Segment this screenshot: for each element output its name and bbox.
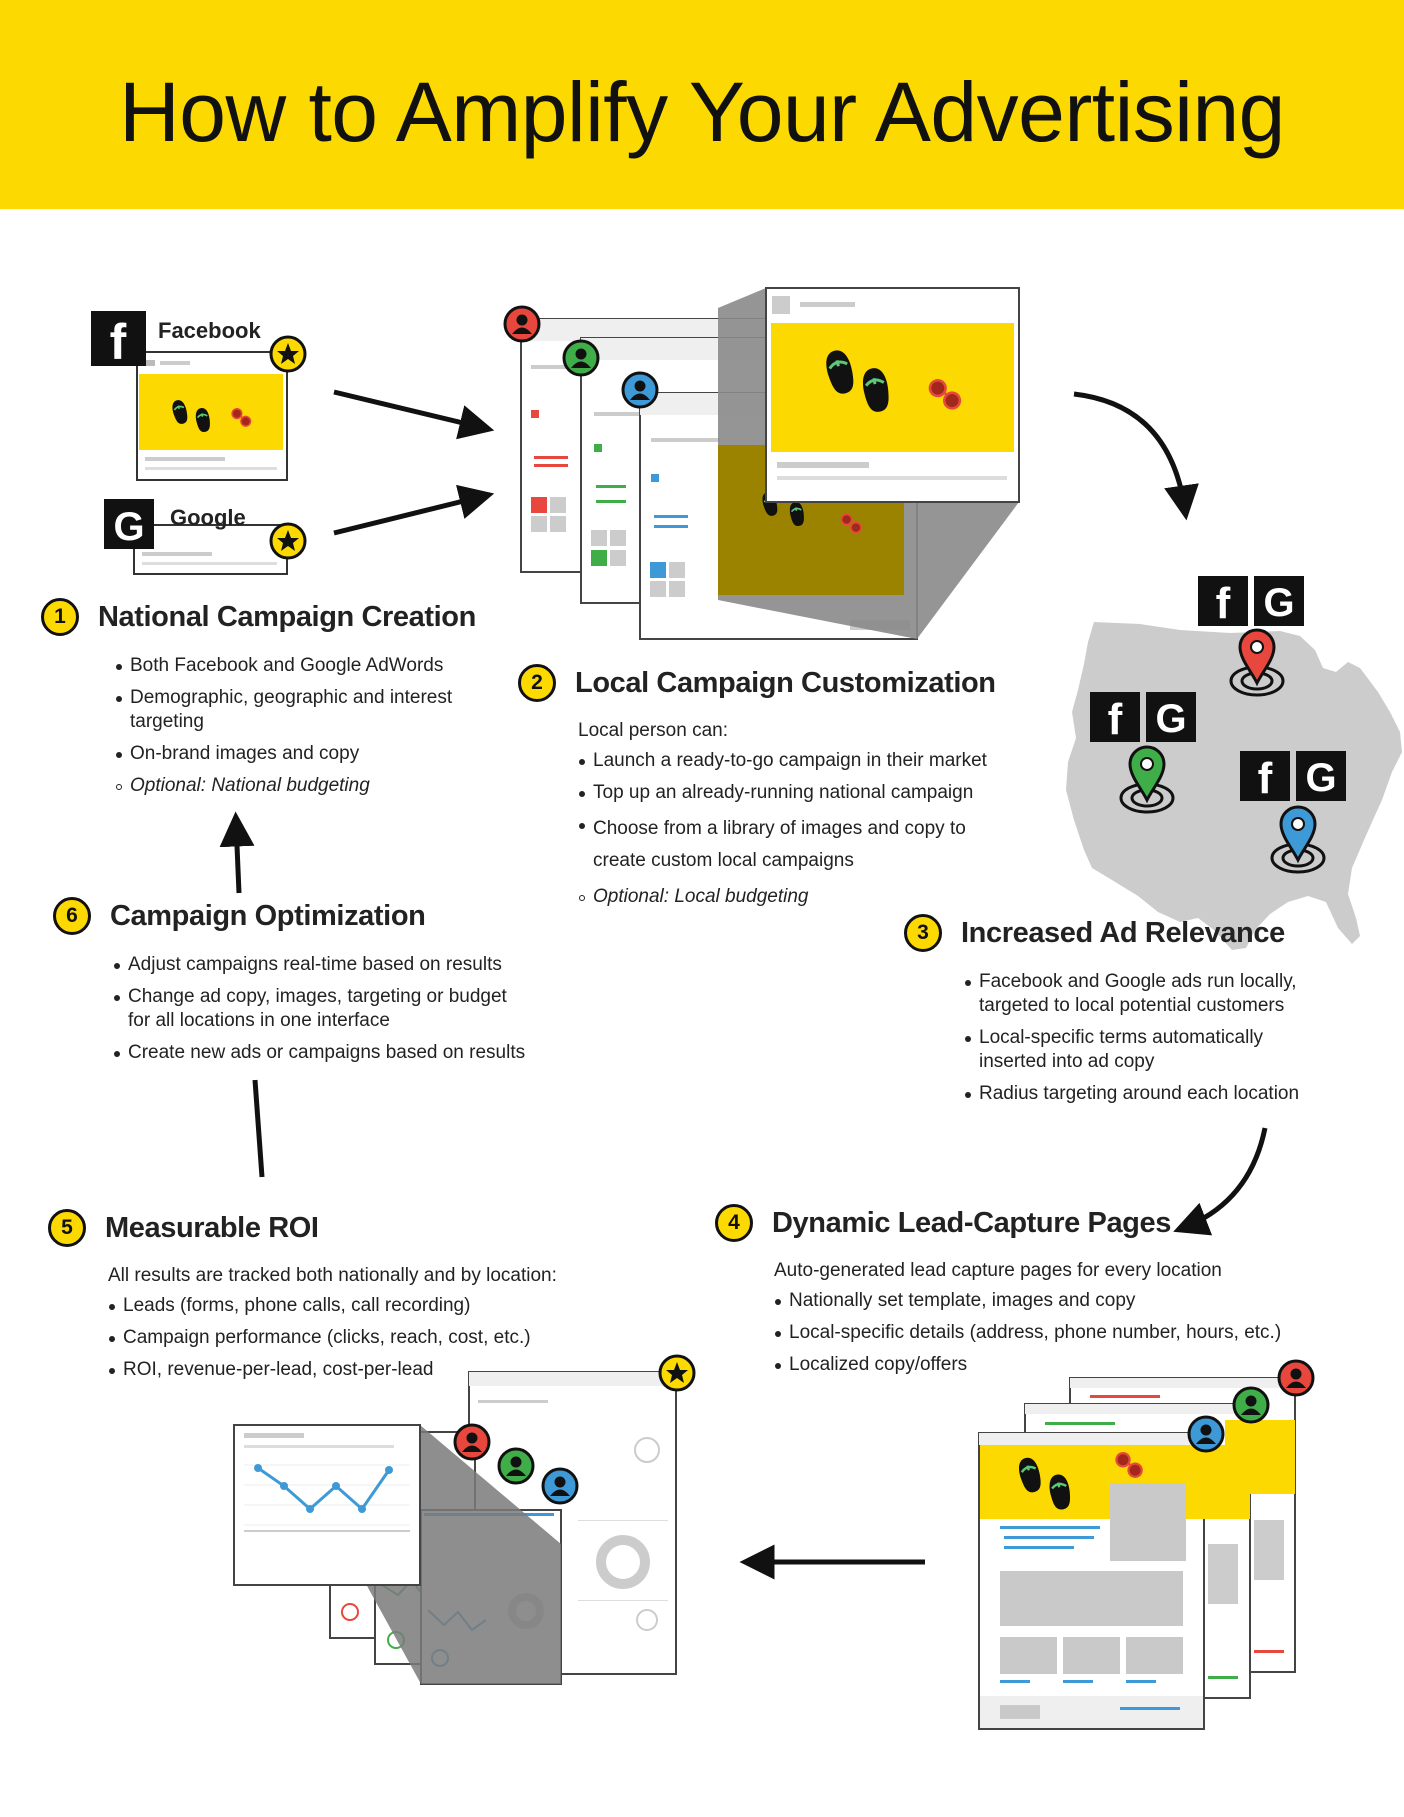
step-number: 3	[904, 914, 942, 952]
facebook-icon: f	[91, 311, 146, 370]
step-number: 4	[715, 1204, 753, 1242]
arrow-icon	[219, 811, 255, 894]
svg-text:f: f	[110, 314, 127, 370]
list-item: Change ad copy, images, targeting or bud…	[113, 985, 533, 1033]
arrow-icon	[333, 389, 495, 440]
user-icon	[562, 339, 600, 377]
list-item: On-brand images and copy	[115, 742, 455, 766]
facebook-ad-card	[136, 351, 288, 481]
star-icon	[658, 1354, 696, 1392]
step-title: National Campaign Creation	[98, 600, 476, 633]
user-icon	[503, 305, 541, 343]
facebook-label: Facebook	[158, 318, 261, 343]
list-item: Facebook and Google ads run locally, tar…	[964, 970, 1324, 1018]
list-item: Leads (forms, phone calls, call recordin…	[108, 1294, 608, 1318]
step-3: 3 Increased Ad Relevance Facebook and Goo…	[904, 914, 1384, 1114]
arrow-icon	[333, 484, 495, 536]
list-item: Choose from a library of images and copy…	[578, 813, 993, 877]
user-icon	[453, 1423, 491, 1461]
step-title: Local Campaign Customization	[575, 666, 996, 699]
list-item: Nationally set template, images and copy	[774, 1289, 1314, 1313]
step-intro: All results are tracked both nationally …	[108, 1265, 557, 1286]
page-title: How to Amplify Your Advertising	[119, 65, 1285, 159]
list-item-optional: Optional: National budgeting	[115, 774, 455, 798]
list-item: Top up an already-running national campa…	[578, 781, 988, 805]
arrow-icon	[252, 1079, 265, 1178]
lead-capture-pages	[978, 1377, 1296, 1730]
list-item: Campaign performance (clicks, reach, cos…	[108, 1326, 608, 1350]
step-title: Campaign Optimization	[110, 899, 426, 932]
step-number: 5	[48, 1209, 86, 1247]
google-ad-card	[133, 524, 288, 575]
title-banner	[0, 0, 1404, 209]
svg-text:G: G	[113, 505, 144, 549]
user-icon	[541, 1467, 579, 1505]
user-icon	[1187, 1415, 1225, 1453]
usa-map-icon	[1066, 622, 1402, 950]
roi-dashboards	[233, 1371, 677, 1685]
list-item-optional: Optional: Local budgeting	[578, 885, 988, 909]
list-item: Both Facebook and Google AdWords	[115, 654, 455, 678]
list-item: Local-specific terms automatically inser…	[964, 1026, 1324, 1074]
google-icon: G	[104, 499, 154, 549]
step-4: 4 Dynamic Lead-Capture Pages Auto-generat…	[715, 1204, 1315, 1385]
step-5: 5 Measurable ROI All results are tracked …	[48, 1209, 608, 1390]
user-icon	[497, 1447, 535, 1485]
step-1: 1 National Campaign Creation Both Faceboo…	[41, 598, 481, 806]
arrow-icon	[1173, 1127, 1268, 1236]
list-item: Localized copy/offers	[774, 1353, 1314, 1377]
arrow-icon	[1073, 391, 1199, 521]
google-label: Google	[170, 505, 246, 530]
step-title: Increased Ad Relevance	[961, 916, 1285, 949]
list-item: Demographic, geographic and interest tar…	[115, 686, 455, 734]
step-intro: Local person can:	[578, 720, 728, 741]
list-item: Adjust campaigns real-time based on resu…	[113, 953, 533, 977]
list-item: Create new ads or campaigns based on res…	[113, 1041, 533, 1065]
step-title: Measurable ROI	[105, 1211, 319, 1244]
step-number: 6	[53, 897, 91, 935]
list-item: Launch a ready-to-go campaign in their m…	[578, 749, 988, 773]
local-campaign-windows	[520, 287, 1020, 640]
step-6: 6 Campaign Optimization Adjust campaigns …	[53, 897, 573, 1073]
user-icon	[1232, 1386, 1270, 1424]
facebook-icon	[1198, 576, 1304, 628]
step-intro: Auto-generated lead capture pages for ev…	[774, 1260, 1222, 1281]
user-icon	[621, 371, 659, 409]
step-number: 2	[518, 664, 556, 702]
list-item: ROI, revenue-per-lead, cost-per-lead	[108, 1358, 608, 1382]
star-icon	[269, 522, 307, 560]
list-item: Local-specific details (address, phone n…	[774, 1321, 1314, 1345]
step-number: 1	[41, 598, 79, 636]
star-icon	[269, 335, 307, 373]
step-title: Dynamic Lead-Capture Pages	[772, 1206, 1171, 1239]
list-item: Radius targeting around each location	[964, 1082, 1324, 1106]
step-2: 2 Local Campaign Customization Local pers…	[518, 664, 1038, 917]
